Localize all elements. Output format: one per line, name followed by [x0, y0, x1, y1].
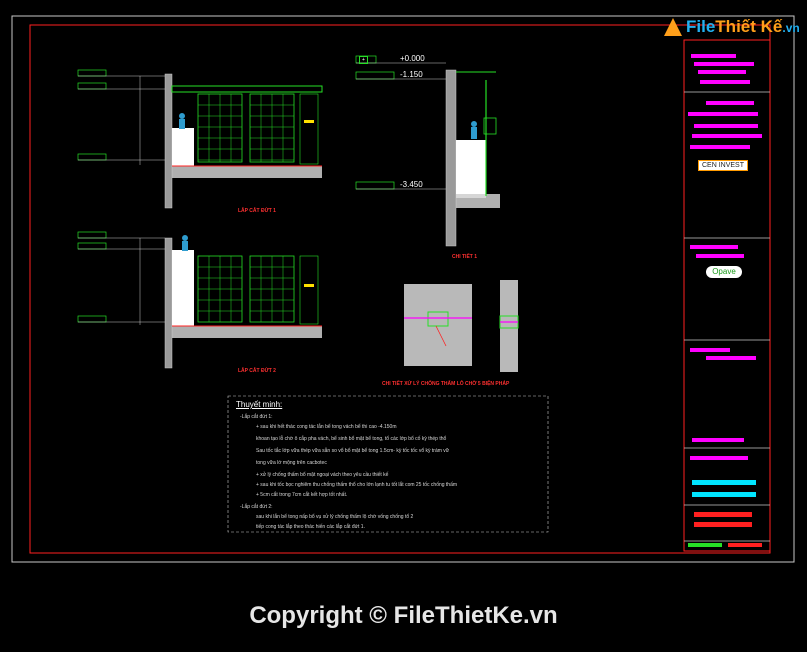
notes-line: + sau khi tốc bọc nghiêm thu chống thấm …: [256, 482, 458, 488]
notes-line: + sau khi hết thác cong tác lắn bể tong …: [256, 424, 397, 430]
waterproof-detail-drawing: [404, 280, 519, 372]
notes-title: Thuyết minh:: [236, 400, 283, 409]
detail-1-title: CHI TIẾT 1: [452, 254, 478, 260]
logo-text: FileThiết Kế.vn: [686, 17, 800, 36]
level-bottom: -3.450: [400, 180, 423, 189]
title-block: [683, 39, 771, 552]
section-2-drawing: [77, 231, 322, 369]
notes-line: khoan tạo lỗ chờ ô cắp pha vách, bể sinh…: [256, 436, 447, 442]
outer-frame: [11, 15, 795, 563]
waterproof-detail-title: CHI TIẾT XỬ LÝ CHỐNG THẤM LỖ CHỜ 5 BIỆN …: [382, 381, 510, 387]
title-block-dividers: [684, 91, 770, 542]
detail-1-drawing: [355, 55, 500, 247]
level-top: +0.000: [400, 54, 425, 63]
section-1-title: LẮP CẮT ĐỨT 1: [238, 208, 276, 214]
notes-line: + xử lý chống thấm bổ mặt ngoại vách the…: [256, 472, 389, 478]
notes-line: + 5cm cắt trong 7cm cắt kết hợp tốt nhất…: [256, 492, 348, 498]
section-1-drawing: [77, 69, 323, 209]
notes-line: Sau tốc tắc lớp vữa thép vữa sẵn so vổ b…: [256, 448, 450, 454]
level-tag-top: +: [359, 56, 368, 64]
filethietke-logo: FileThiết Kế.vn: [664, 12, 800, 42]
notes-line: tong vữa lớ mộng trên cacbotec: [256, 460, 327, 466]
cen-invest-logo: CEN INVEST: [698, 160, 749, 171]
notes-line: tiếp cong tác lắp theo thác hiến các lắp…: [256, 524, 365, 530]
notes-box: [227, 395, 549, 533]
title-block-labels: [688, 54, 762, 547]
drawing-border: [29, 24, 771, 554]
notes-line: -Lắp cắt đứt 1:: [240, 414, 273, 420]
section-2-title: LẮP CẮT ĐỨT 2: [238, 368, 276, 374]
level-mid: -1.150: [400, 70, 423, 79]
logo-icon: [664, 18, 682, 36]
opave-logo: Opave: [706, 266, 742, 278]
notes-line: -Lắp cắt đứt 2:: [240, 504, 273, 510]
copyright-watermark: Copyright © FileThietKe.vn: [249, 602, 558, 629]
notes-line: sau khi lắn bể tong nấp bổ vụ xử lý chốn…: [256, 514, 414, 520]
